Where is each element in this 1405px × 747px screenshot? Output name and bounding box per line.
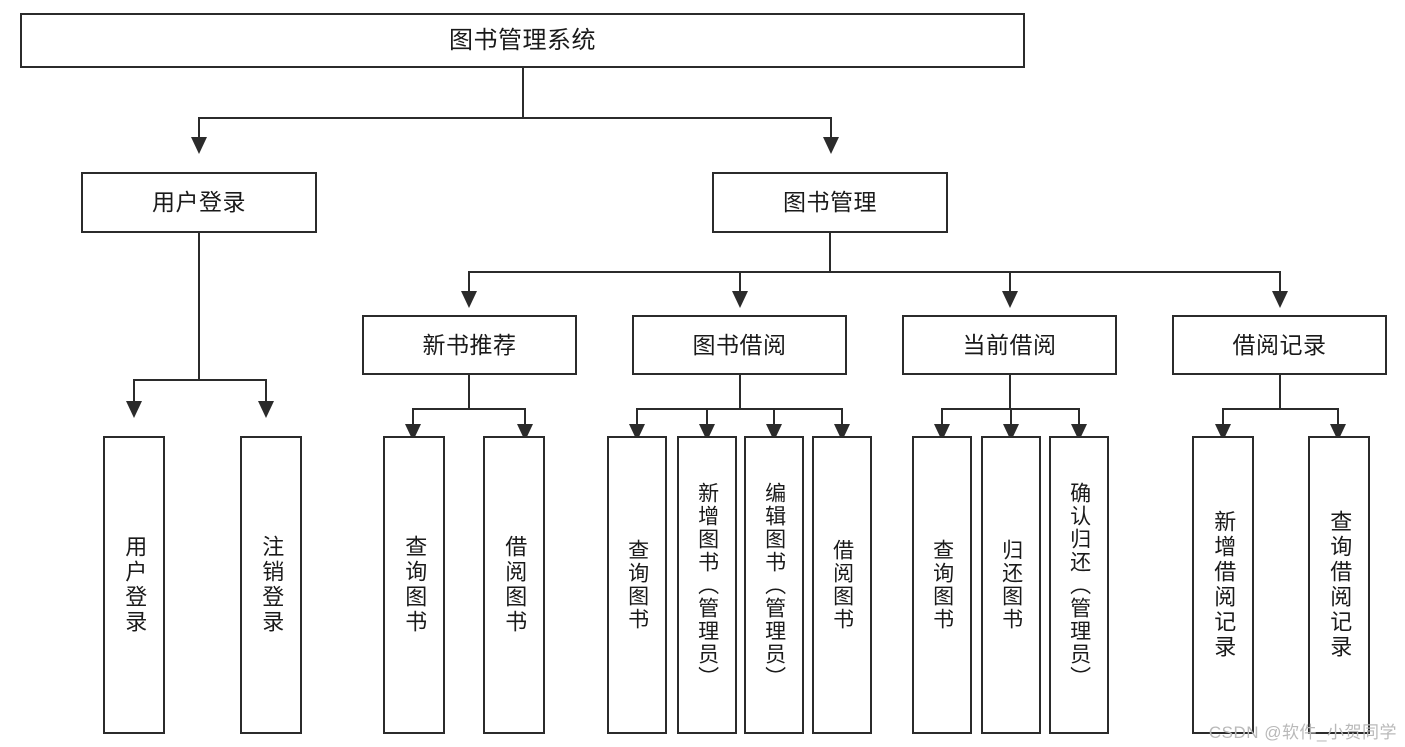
node-label: 用户登录 (152, 189, 246, 216)
leaf-borrow-book-recommend[interactable]: 借阅图书 (483, 436, 545, 734)
csdn-watermark: CSDN @软件_小贺同学 (1208, 723, 1397, 742)
arrow-to-current-borrow (1002, 291, 1018, 308)
leaf-edit-book-admin[interactable]: 编辑图书（管理员） (744, 436, 804, 734)
leaf-query-book-borrow[interactable]: 查询图书 (607, 436, 667, 734)
connector-new-book-stem (468, 375, 470, 409)
connector-cb-drop-1 (941, 408, 943, 428)
connector-root-bar (198, 117, 832, 119)
node-label: 图书管理系统 (449, 26, 596, 54)
connector-user-login-bar (133, 379, 266, 381)
connector-borrow-record-stem (1279, 375, 1281, 409)
connector-book-management-bar (468, 271, 1280, 273)
node-user-login[interactable]: 用户登录 (81, 172, 317, 233)
leaf-query-book-current[interactable]: 查询图书 (912, 436, 972, 734)
connector-bb-drop-2 (706, 408, 708, 428)
arrow-to-book-borrow (732, 291, 748, 308)
node-label: 注销登录 (259, 535, 285, 635)
node-label: 当前借阅 (962, 331, 1057, 358)
connector-root-stem (522, 68, 524, 118)
node-new-book-recommend[interactable]: 新书推荐 (362, 315, 577, 375)
arrow-to-book-management (823, 137, 839, 154)
connector-root-drop-left (198, 117, 200, 139)
leaf-logout[interactable]: 注销登录 (240, 436, 302, 734)
connector-new-book-drop-2 (524, 408, 526, 428)
connector-l3-drop-1 (468, 271, 470, 293)
connector-user-login-drop-2 (265, 379, 267, 403)
leaf-user-login[interactable]: 用户登录 (103, 436, 165, 734)
node-label: 借阅记录 (1232, 331, 1327, 358)
node-label: 图书管理 (783, 189, 877, 216)
node-root-book-management-system[interactable]: 图书管理系统 (20, 13, 1025, 68)
connector-book-borrow-stem (739, 375, 741, 409)
node-label: 图书借阅 (692, 331, 787, 358)
connector-new-book-drop-1 (412, 408, 414, 428)
connector-user-login-drop-1 (133, 379, 135, 403)
node-label: 借阅图书 (502, 535, 528, 635)
connector-l3-drop-2 (739, 271, 741, 293)
node-label: 新增借阅记录 (1211, 510, 1237, 660)
node-label: 查询借阅记录 (1327, 510, 1353, 660)
node-label: 编辑图书（管理员） (762, 481, 786, 689)
connector-l3-drop-4 (1279, 271, 1281, 293)
connector-book-management-stem (829, 233, 831, 272)
node-label: 新书推荐 (422, 331, 517, 358)
connector-cb-drop-3 (1078, 408, 1080, 428)
connector-user-login-stem (198, 233, 200, 380)
connector-bb-drop-3 (773, 408, 775, 428)
node-book-borrow[interactable]: 图书借阅 (632, 315, 847, 375)
node-label: 查询图书 (625, 539, 649, 631)
node-label: 用户登录 (122, 535, 148, 635)
leaf-query-book-recommend[interactable]: 查询图书 (383, 436, 445, 734)
connector-root-drop-right (830, 117, 832, 139)
node-label: 新增图书（管理员） (695, 481, 719, 689)
connector-book-borrow-bar (636, 408, 842, 410)
node-label: 确认归还（管理员） (1067, 481, 1091, 689)
node-borrow-record[interactable]: 借阅记录 (1172, 315, 1387, 375)
node-label: 归还图书 (999, 539, 1023, 631)
arrow-to-new-book-recommend (461, 291, 477, 308)
leaf-query-borrow-record[interactable]: 查询借阅记录 (1308, 436, 1370, 734)
connector-br-drop-2 (1337, 408, 1339, 428)
leaf-return-book[interactable]: 归还图书 (981, 436, 1041, 734)
arrow-to-borrow-record (1272, 291, 1288, 308)
connector-new-book-bar (412, 408, 526, 410)
leaf-confirm-return-admin[interactable]: 确认归还（管理员） (1049, 436, 1109, 734)
node-label: 借阅图书 (830, 539, 854, 631)
node-current-borrow[interactable]: 当前借阅 (902, 315, 1117, 375)
connector-br-drop-1 (1222, 408, 1224, 428)
connector-bb-drop-1 (636, 408, 638, 428)
connector-l3-drop-3 (1009, 271, 1011, 293)
connector-cb-drop-2 (1010, 408, 1012, 428)
arrow-to-leaf-logout (258, 401, 274, 418)
node-book-management[interactable]: 图书管理 (712, 172, 948, 233)
node-label: 查询图书 (402, 535, 428, 635)
leaf-add-borrow-record[interactable]: 新增借阅记录 (1192, 436, 1254, 734)
connector-bb-drop-4 (841, 408, 843, 428)
connector-current-borrow-stem (1009, 375, 1011, 409)
leaf-add-book-admin[interactable]: 新增图书（管理员） (677, 436, 737, 734)
node-label: 查询图书 (930, 539, 954, 631)
arrow-to-leaf-user-login (126, 401, 142, 418)
connector-borrow-record-bar (1222, 408, 1339, 410)
arrow-to-user-login (191, 137, 207, 154)
leaf-borrow-book[interactable]: 借阅图书 (812, 436, 872, 734)
